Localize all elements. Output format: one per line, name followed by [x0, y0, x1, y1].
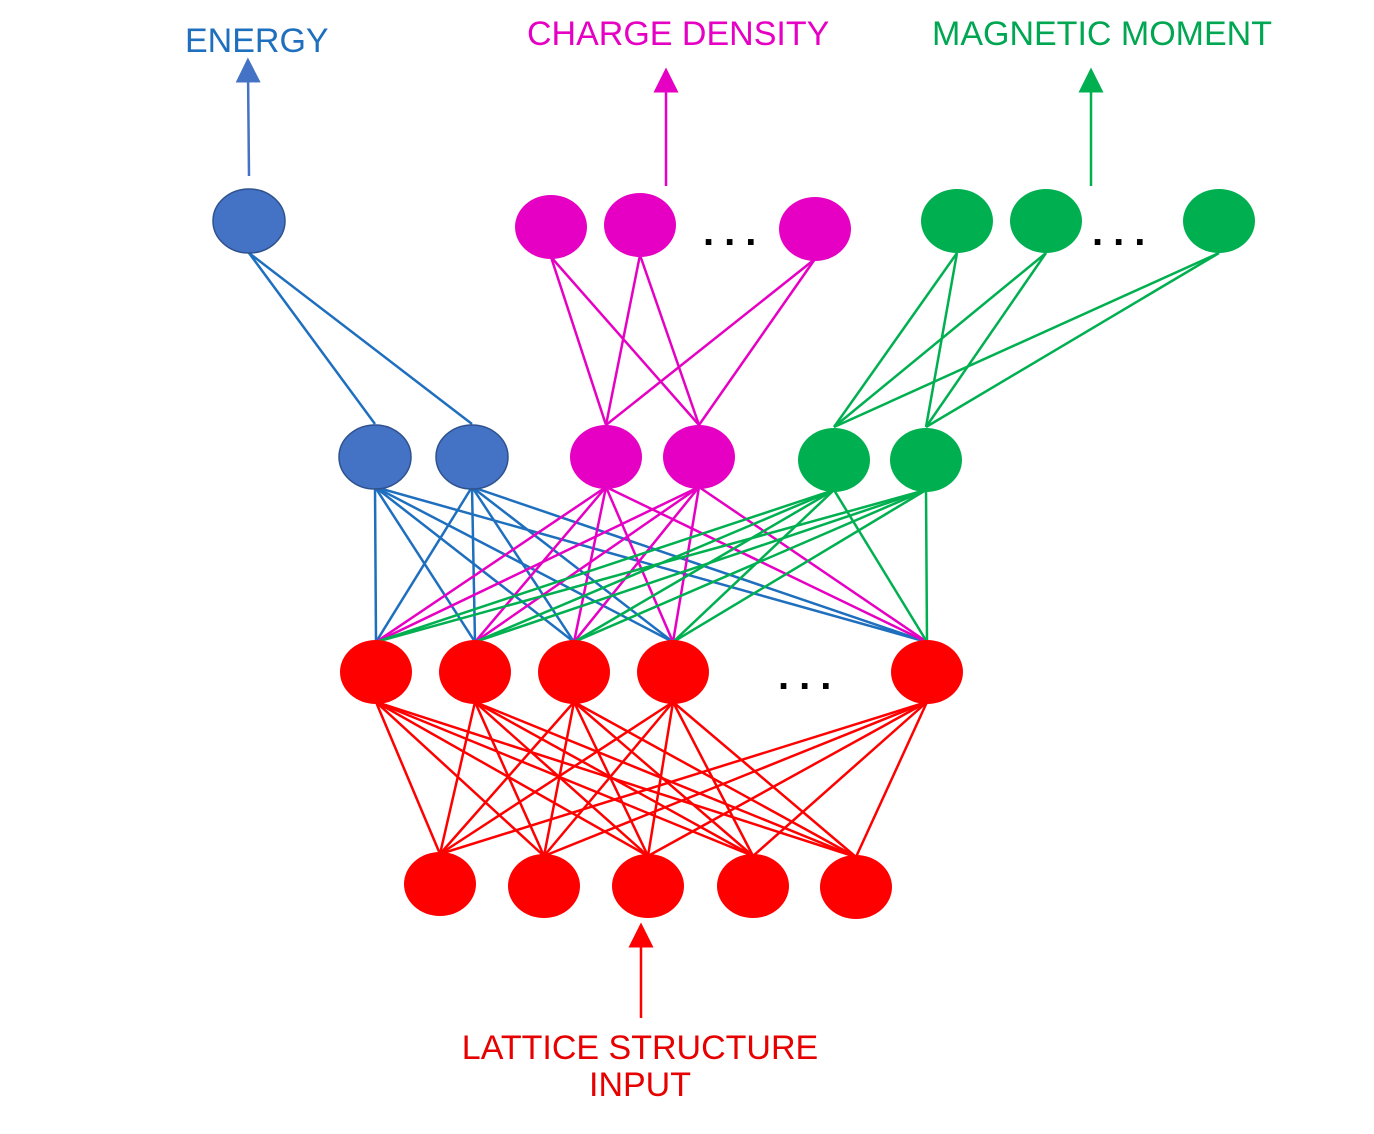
hidden-to-charge-edge: [375, 485, 607, 644]
hidden-to-energy-edge: [373, 486, 477, 643]
magnetic-hidden-node: [798, 428, 870, 492]
charge-hidden-to-output-edge: [697, 258, 817, 426]
hidden-layer-ellipsis: ...: [778, 654, 842, 698]
shared-hidden-node: [340, 640, 412, 704]
energy-output-node: [212, 188, 286, 254]
energy-output-arrow: [235, 57, 261, 177]
input-to-hidden-edge: [647, 700, 928, 858]
energy-hidden-node: [435, 424, 509, 490]
charge-hidden-to-output-edge: [638, 254, 701, 426]
input-node: [508, 854, 580, 918]
hidden-to-magnetic-edge: [474, 488, 835, 644]
charge-output-node: [515, 195, 587, 259]
energy-hidden-node: [338, 424, 412, 490]
input-to-hidden-edge: [439, 700, 928, 856]
magnetic-output-node: [1010, 189, 1082, 253]
input-to-hidden-edge: [672, 701, 857, 858]
charge-hidden-to-output-edge: [549, 256, 608, 426]
hidden-to-energy-edge: [471, 485, 928, 644]
energy-output-label: ENERGY: [185, 22, 329, 60]
input-to-hidden-edge: [374, 701, 442, 855]
shared-hidden-node: [439, 640, 511, 704]
lattice-structure-input-label: LATTICE STRUCTURE INPUT: [440, 1030, 840, 1104]
charge-hidden-to-output-edge: [550, 256, 700, 426]
hidden-to-magnetic-edge: [924, 489, 929, 643]
hidden-to-magnetic-edge: [573, 488, 835, 644]
magnetic-hidden-node: [890, 428, 962, 492]
charge-hidden-node: [663, 425, 735, 489]
energy-hidden-to-output-edge: [248, 252, 473, 425]
input-to-hidden-edge: [474, 700, 857, 859]
input-node: [612, 854, 684, 918]
input-to-hidden-edge: [542, 701, 576, 857]
input-to-hidden-edge: [752, 701, 928, 857]
input-to-hidden-edge: [543, 700, 928, 858]
hidden-to-charge-edge: [375, 485, 700, 644]
input-to-hidden-edge: [439, 700, 674, 856]
hidden-to-charge-edge: [604, 486, 675, 643]
hidden-to-charge-edge: [474, 486, 607, 643]
input-node: [820, 855, 892, 919]
hidden-to-magnetic-edge: [375, 488, 927, 644]
magnetic-hidden-to-output-edge: [925, 251, 1220, 429]
hidden-to-charge-edge: [605, 485, 928, 644]
magnetic-moment-output-label: MAGNETIC MOMENT: [932, 15, 1272, 53]
input-node: [404, 852, 476, 916]
magnetic-hidden-to-output-edge: [924, 252, 1048, 428]
hidden-to-charge-edge: [698, 485, 928, 644]
charge-density-output-label: CHARGE DENSITY: [527, 15, 830, 53]
input-label-line-2: INPUT: [589, 1066, 691, 1104]
hidden-to-energy-edge: [471, 486, 674, 643]
magnetic-hidden-to-output-edge: [832, 252, 959, 428]
input-label-line-1: LATTICE STRUCTURE: [461, 1029, 819, 1067]
input-to-hidden-edge: [646, 701, 675, 857]
hidden-to-magnetic-edge: [832, 489, 929, 643]
connections-layer: [247, 251, 1220, 859]
charge-hidden-node: [570, 425, 642, 489]
hidden-to-magnetic-edge: [672, 488, 927, 644]
input-to-hidden-edge: [543, 701, 674, 857]
charge-output-ellipsis: ...: [703, 210, 767, 254]
shared-hidden-node: [538, 640, 610, 704]
input-to-hidden-edge: [375, 700, 754, 858]
hidden-to-magnetic-edge: [672, 489, 835, 643]
magnetic-output-ellipsis: ...: [1092, 210, 1156, 254]
hidden-to-charge-edge: [573, 486, 700, 643]
arrows-layer: [235, 57, 1104, 1018]
input-to-hidden-edge: [375, 700, 857, 859]
magnetic-hidden-to-output-edge: [924, 252, 959, 428]
hidden-to-energy-edge: [373, 486, 378, 643]
magnetic-hidden-to-output-edge: [833, 251, 1220, 429]
magnetic-output-node: [921, 189, 993, 253]
hidden-to-magnetic-edge: [573, 488, 927, 644]
shared-hidden-node: [637, 640, 709, 704]
magnetic-hidden-to-output-edge: [833, 252, 1047, 428]
charge-hidden-to-output-edge: [605, 258, 816, 426]
input-node: [717, 854, 789, 918]
hidden-to-energy-edge: [374, 485, 928, 644]
hidden-to-energy-edge: [374, 486, 575, 643]
charge-output-node: [779, 197, 851, 261]
input-to-hidden-edge: [439, 701, 575, 855]
hidden-to-energy-edge: [374, 485, 674, 644]
hidden-to-charge-edge: [572, 486, 608, 643]
nodes-layer: [212, 188, 1255, 919]
input-to-hidden-edge: [375, 701, 545, 857]
hidden-to-magnetic-edge: [375, 488, 835, 644]
charge-output-node: [604, 193, 676, 257]
hidden-to-charge-edge: [671, 486, 701, 643]
input-to-hidden-edge: [375, 700, 649, 858]
energy-hidden-to-output-edge: [247, 252, 377, 425]
shared-hidden-node: [891, 640, 963, 704]
magnetic-output-node: [1183, 189, 1255, 253]
input-to-hidden-edge: [573, 700, 857, 859]
input-to-hidden-edge: [854, 701, 929, 858]
